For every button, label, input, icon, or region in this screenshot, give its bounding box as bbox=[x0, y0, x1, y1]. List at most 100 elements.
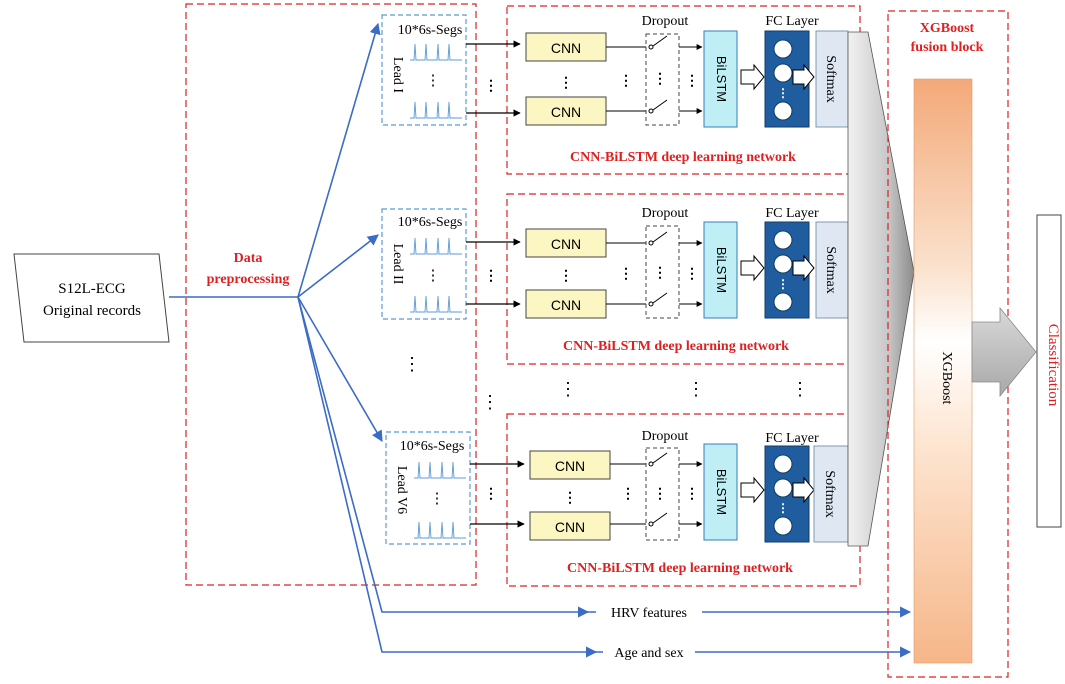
merge-funnel bbox=[847, 31, 915, 547]
input-label-1: S12L-ECG bbox=[58, 281, 126, 297]
net1-cnn-dots: ⋮ bbox=[559, 76, 573, 91]
net3-softmax-label: Softmax bbox=[822, 470, 837, 517]
net1-bilstm-label: BiLSTM bbox=[714, 56, 729, 102]
lead-gap-dots: ⋮ bbox=[403, 354, 421, 374]
xgboost-block-label: XGBoost bbox=[939, 352, 954, 405]
input-records: S12L-ECG Original records bbox=[13, 253, 170, 343]
network-3: ⋮ CNN ⋮ CNN ⋮ Dropout ⋮ ⋮ BiLSTM FC Laye… bbox=[470, 413, 861, 587]
net2-cnn-2 bbox=[525, 289, 607, 319]
net2-cnn-dots: ⋮ bbox=[559, 269, 573, 284]
net1-switch-icons bbox=[648, 35, 668, 114]
ecg-dots-2: ⋮ bbox=[426, 268, 441, 284]
net2-bilstm bbox=[703, 221, 738, 319]
net2-softmax-label: Softmax bbox=[823, 246, 838, 293]
net2-title: CNN-BiLSTM deep learning network bbox=[563, 339, 789, 354]
net3-cnn-1 bbox=[529, 450, 611, 480]
network-gap-dots: ⋮ ⋮ ⋮ ⋮ bbox=[481, 379, 809, 412]
net1-cnn-2-label: CNN bbox=[551, 104, 581, 120]
net2-arrow-to-softmax bbox=[792, 254, 815, 282]
net1-dropout-dots: ⋮ bbox=[653, 72, 667, 87]
ecg-strip-2b bbox=[410, 295, 462, 313]
lead-block-2: 10*6s-Segs Lead II ⋮ bbox=[381, 208, 467, 320]
net3-fc-label: FC Layer bbox=[765, 431, 819, 446]
net3-pre-bilstm-dots: ⋮ bbox=[685, 487, 699, 502]
net2-in-dots: ⋮ bbox=[484, 269, 498, 284]
classification-box: Classification bbox=[1036, 214, 1062, 528]
classification-label: Classification bbox=[1045, 324, 1061, 407]
net2-fc-label: FC Layer bbox=[765, 206, 819, 221]
net2-dropout-dots: ⋮ bbox=[653, 266, 667, 281]
net1-pre-bilstm-dots: ⋮ bbox=[685, 74, 699, 89]
net1-softmax bbox=[815, 30, 849, 128]
fan-out-arrows bbox=[297, 22, 912, 658]
net3-mid-dots: ⋮ bbox=[621, 487, 635, 502]
segs-label-2: 10*6s-Segs bbox=[398, 215, 463, 230]
net3-fc-nodes bbox=[773, 454, 793, 536]
net1-cnn-1-label: CNN bbox=[551, 40, 581, 56]
net3-cnn-1-label: CNN bbox=[555, 458, 585, 474]
network-1: ⋮ CNN ⋮ CNN ⋮ Dropout ⋮ ⋮ BiLSTM FC Laye… bbox=[466, 5, 861, 175]
fusion-label-2: fusion block bbox=[911, 40, 984, 55]
lead-label-3: Lead V6 bbox=[394, 466, 409, 514]
ecg-strip-3a bbox=[414, 461, 466, 479]
xgboost-block bbox=[913, 78, 973, 664]
ecg-dots-3: ⋮ bbox=[430, 491, 445, 507]
net3-arrow-to-softmax bbox=[792, 476, 815, 504]
net1-dropout-label: Dropout bbox=[642, 14, 689, 29]
net2-pre-bilstm-dots: ⋮ bbox=[685, 267, 699, 282]
net3-bilstm-label: BiLSTM bbox=[714, 469, 729, 515]
net1-cnn-2 bbox=[525, 96, 607, 126]
net3-cnn-2 bbox=[529, 511, 611, 541]
age-sex-label: Age and sex bbox=[614, 646, 683, 661]
net3-softmax bbox=[813, 445, 849, 543]
net1-arrow-to-softmax bbox=[792, 63, 815, 91]
net2-arrow-to-fc bbox=[740, 254, 765, 282]
net2-cnn-2-label: CNN bbox=[551, 297, 581, 313]
preprocessing-label-2: preprocessing bbox=[207, 272, 290, 287]
net3-title: CNN-BiLSTM deep learning network bbox=[567, 561, 793, 576]
net2-dropout-label: Dropout bbox=[642, 206, 689, 221]
segs-label-1: 10*6s-Segs bbox=[398, 23, 463, 38]
net1-title: CNN-BiLSTM deep learning network bbox=[570, 150, 796, 165]
net2-softmax bbox=[815, 221, 849, 319]
hrv-features: HRV features bbox=[577, 602, 702, 622]
lead-block-1: 10*6s-Segs Lead I ⋮ bbox=[381, 14, 467, 126]
net1-fc-nodes bbox=[773, 39, 793, 121]
age-sex: Age and sex bbox=[585, 642, 695, 662]
output-arrow bbox=[971, 306, 1037, 398]
ecg-strip-1a bbox=[410, 43, 462, 61]
net3-switch-icons bbox=[648, 452, 668, 527]
segs-label-3: 10*6s-Segs bbox=[400, 439, 465, 454]
ecg-dots-1: ⋮ bbox=[426, 73, 441, 89]
net3-cnn-dots: ⋮ bbox=[563, 491, 577, 506]
net3-dropout-box bbox=[645, 447, 680, 541]
svg-text:⋮: ⋮ bbox=[559, 379, 577, 399]
svg-text:⋮: ⋮ bbox=[791, 379, 809, 399]
ecg-strip-2a bbox=[410, 237, 462, 255]
net1-fc-label: FC Layer bbox=[765, 14, 819, 29]
net3-in-dots: ⋮ bbox=[484, 487, 498, 502]
net1-mid-dots: ⋮ bbox=[619, 74, 633, 89]
net3-arrow-to-fc bbox=[740, 476, 765, 504]
lead-block-3: 10*6s-Segs Lead V6 ⋮ bbox=[385, 431, 471, 545]
net1-arrow-to-fc bbox=[740, 63, 765, 91]
net1-softmax-label: Softmax bbox=[823, 55, 838, 102]
network-2: ⋮ CNN ⋮ CNN ⋮ Dropout ⋮ ⋮ BiLSTM FC Laye… bbox=[466, 193, 861, 365]
net3-dropout-dots: ⋮ bbox=[653, 487, 667, 502]
fusion-label-1: XGBoost bbox=[920, 21, 975, 36]
net2-switch-icons bbox=[648, 231, 668, 307]
ecg-strip-3b bbox=[414, 521, 466, 539]
net2-cnn-1 bbox=[525, 228, 607, 258]
svg-text:⋮: ⋮ bbox=[687, 379, 705, 399]
net1-in-dots: ⋮ bbox=[484, 79, 498, 94]
preprocessing-label-1: Data bbox=[234, 251, 263, 266]
ecg-strip-1b bbox=[410, 101, 462, 119]
net2-bilstm-label: BiLSTM bbox=[714, 247, 729, 293]
net3-fc-dots: ⋮ bbox=[777, 501, 789, 515]
net1-fc-dots: ⋮ bbox=[777, 86, 789, 100]
net3-dropout-label: Dropout bbox=[642, 429, 689, 444]
net3-cnn-2-label: CNN bbox=[555, 519, 585, 535]
net1-bilstm bbox=[703, 30, 738, 128]
